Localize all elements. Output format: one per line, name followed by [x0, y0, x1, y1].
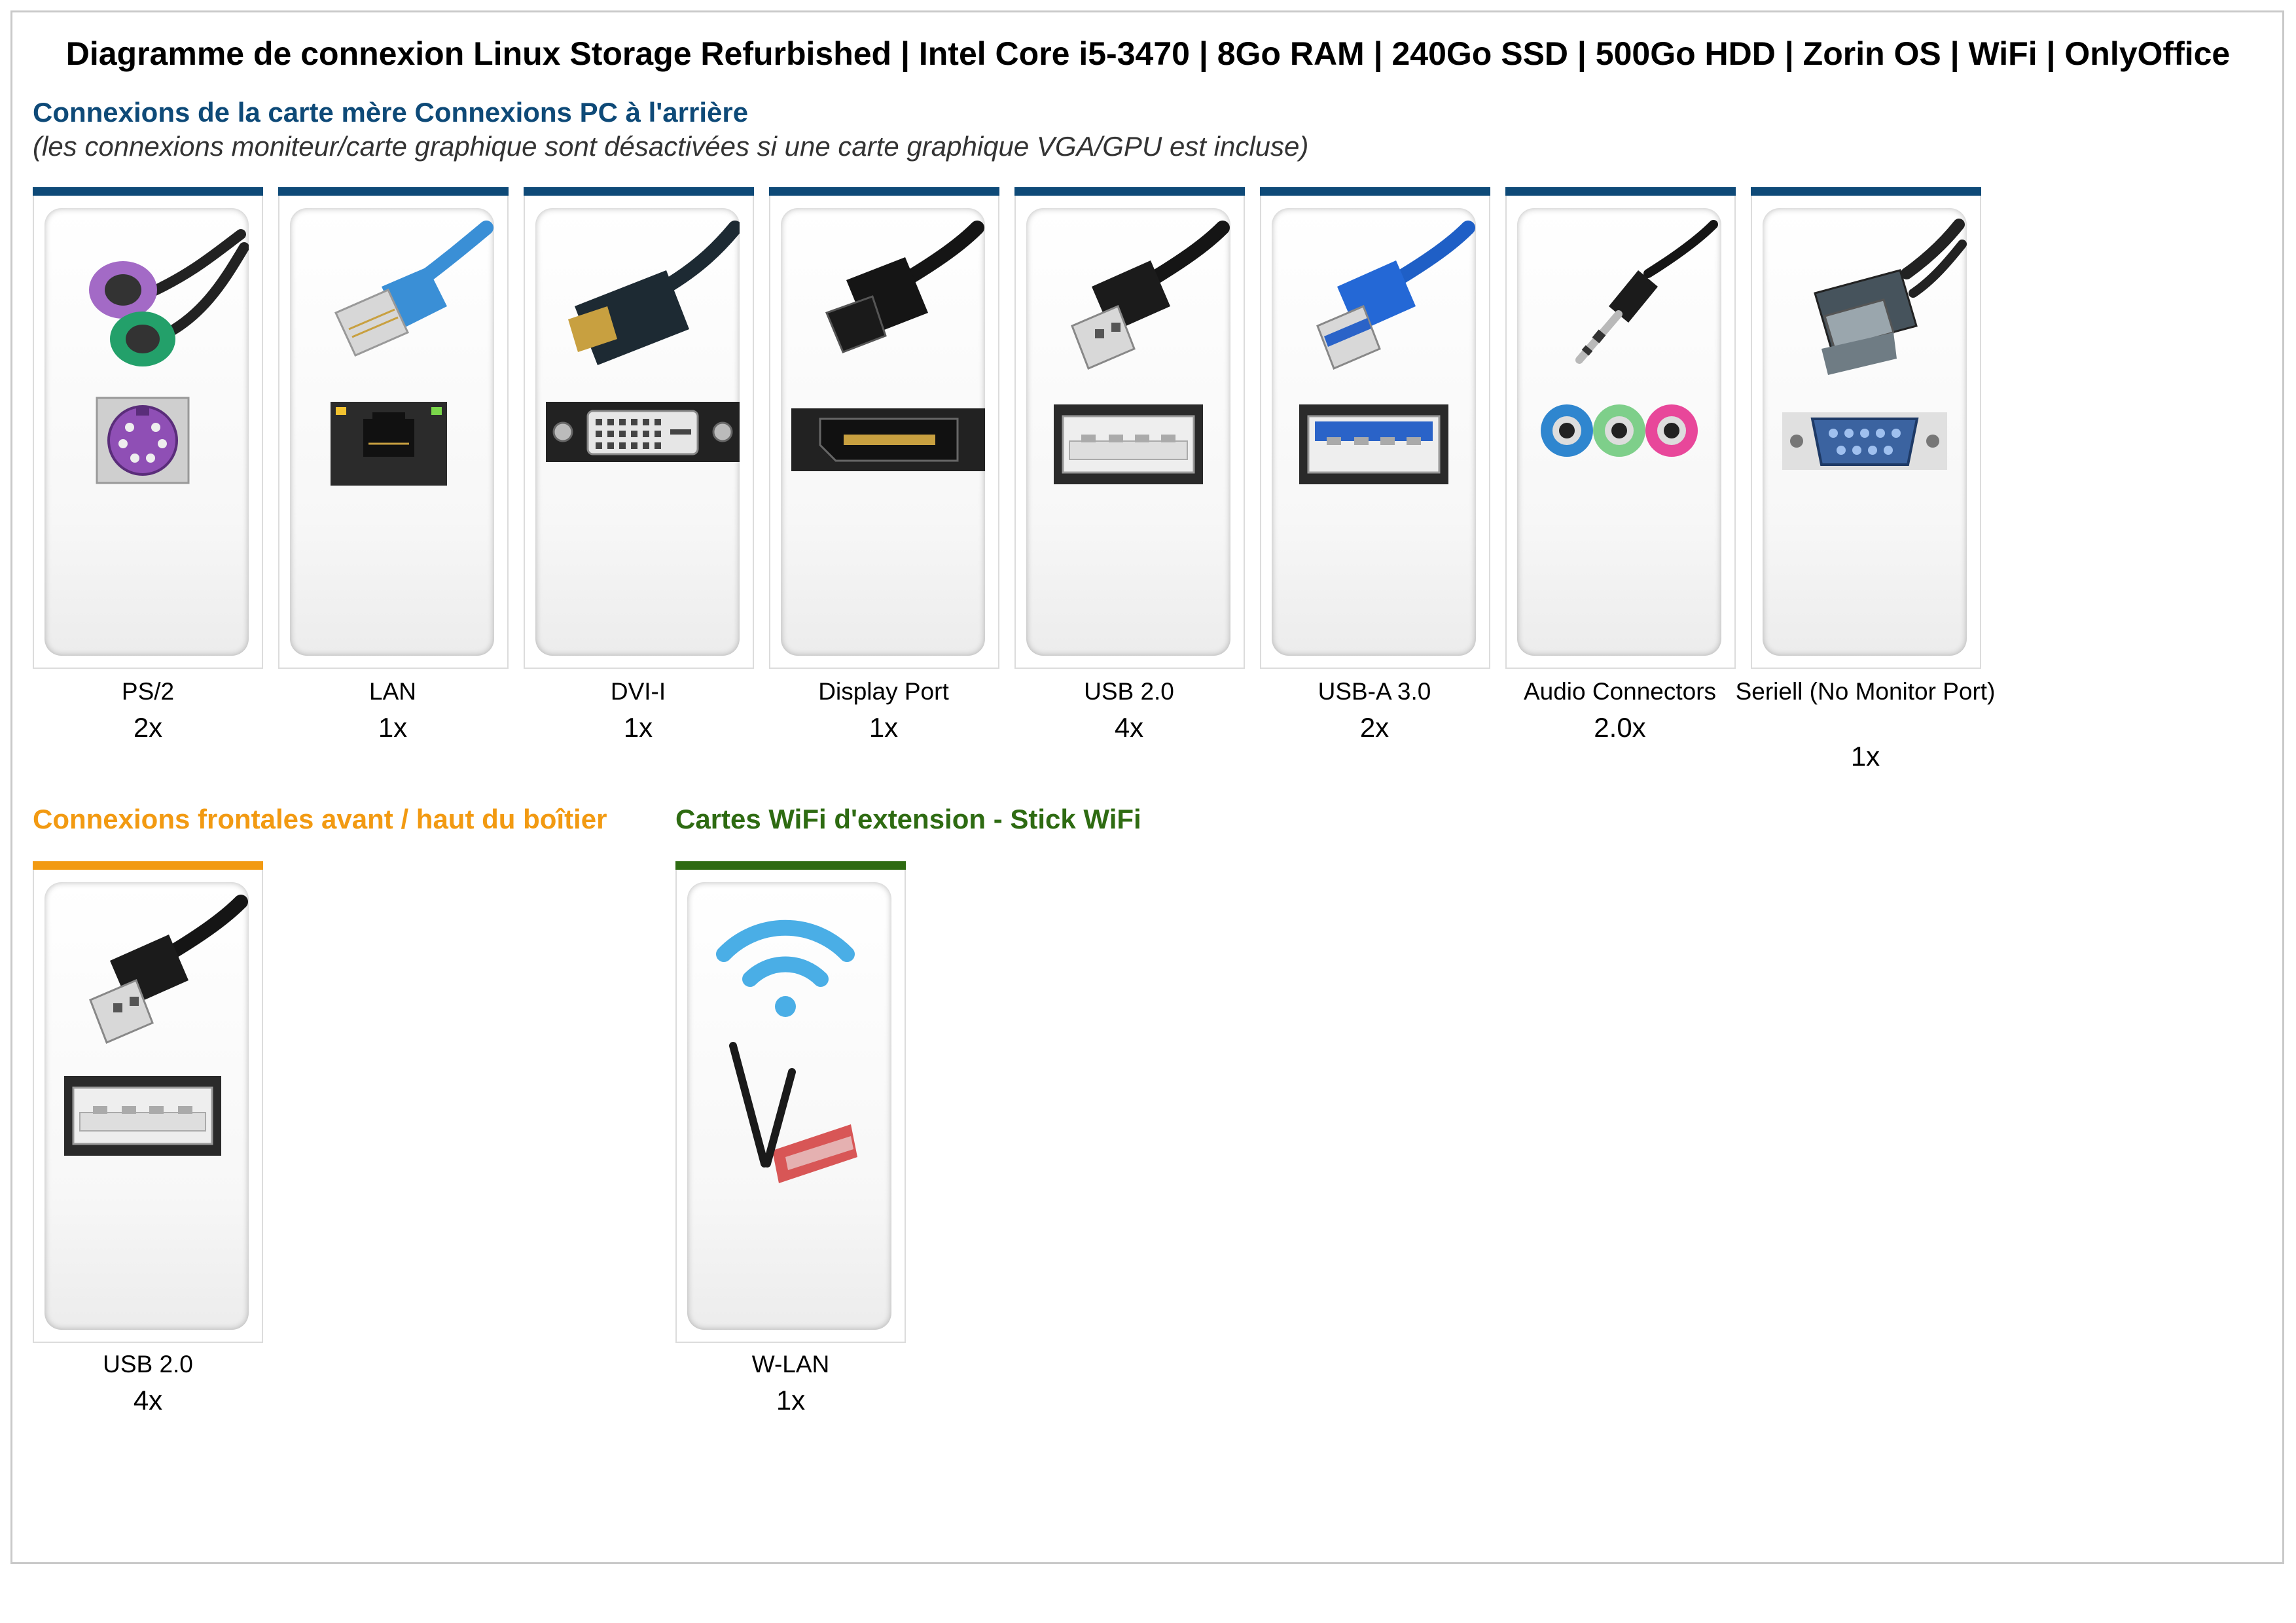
connector-card-usb3 [1260, 187, 1490, 669]
card-quantity: 1x [1850, 741, 1880, 772]
usb2-connector-icon [64, 895, 248, 1156]
card-quantity: 1x [776, 1385, 806, 1416]
connector-card-usb2 [1014, 187, 1245, 669]
card-label: USB 2.0 [1084, 678, 1174, 705]
card-accent-bar [1751, 187, 1981, 196]
ps2-connector-icon [89, 229, 249, 484]
card-quantity: 1x [378, 712, 408, 743]
usb2-connector-icon [1054, 221, 1230, 484]
card-label: USB 2.0 [103, 1351, 193, 1378]
rear-section-heading: Connexions de la carte mère Connexions P… [33, 97, 749, 128]
wifi-card-icon [716, 919, 857, 1183]
card-accent-bar [524, 187, 754, 196]
card-accent-bar [1014, 187, 1245, 196]
ethernet-connector-icon [331, 221, 493, 486]
displayport-connector-icon [791, 221, 985, 471]
rear-section-note: (les connexions moniteur/carte graphique… [33, 131, 1309, 162]
card-label: PS/2 [121, 678, 175, 705]
card-quantity: 1x [869, 712, 899, 743]
connector-card-dvi [524, 187, 754, 669]
usb3-connector-icon [1299, 221, 1475, 484]
card-quantity: 4x [133, 1385, 163, 1416]
connector-card-lan [278, 187, 509, 669]
document-frame [10, 10, 2284, 1564]
audio-jack-icon [1541, 220, 1718, 457]
connector-card-front-usb2 [33, 861, 263, 1343]
page-title: Diagramme de connexion Linux Storage Ref… [65, 35, 2231, 72]
card-quantity: 4x [1114, 712, 1144, 743]
card-label: Display Port [818, 678, 949, 705]
card-label: DVI-I [610, 678, 666, 705]
connector-card-wlan [675, 861, 906, 1343]
card-label: USB-A 3.0 [1318, 678, 1431, 705]
card-accent-bar [278, 187, 509, 196]
card-accent-bar [33, 861, 263, 870]
card-quantity: 1x [623, 712, 653, 743]
card-quantity: 2x [1359, 712, 1390, 743]
card-accent-bar [769, 187, 999, 196]
card-quantity: 2x [133, 712, 163, 743]
card-accent-bar [675, 861, 906, 870]
card-label: LAN [369, 678, 416, 705]
card-label: Seriell (No Monitor Port) [1735, 678, 1996, 705]
front-section-heading: Connexions frontales avant / haut du boî… [33, 804, 607, 834]
connector-card-serial [1751, 187, 1981, 669]
card-quantity: 2.0x [1594, 712, 1646, 743]
connector-card-audio [1505, 187, 1736, 669]
card-label: W-LAN [751, 1351, 830, 1378]
connector-card-displayport [769, 187, 999, 669]
serial-connector-icon [1782, 219, 1967, 470]
card-label: Audio Connectors [1523, 678, 1717, 705]
dvi-connector-icon [546, 221, 740, 462]
card-accent-bar [33, 187, 263, 196]
card-accent-bar [1260, 187, 1490, 196]
card-accent-bar [1505, 187, 1736, 196]
wifi-section-heading: Cartes WiFi d'extension - Stick WiFi [675, 804, 1141, 834]
connector-card-ps2 [33, 187, 263, 669]
